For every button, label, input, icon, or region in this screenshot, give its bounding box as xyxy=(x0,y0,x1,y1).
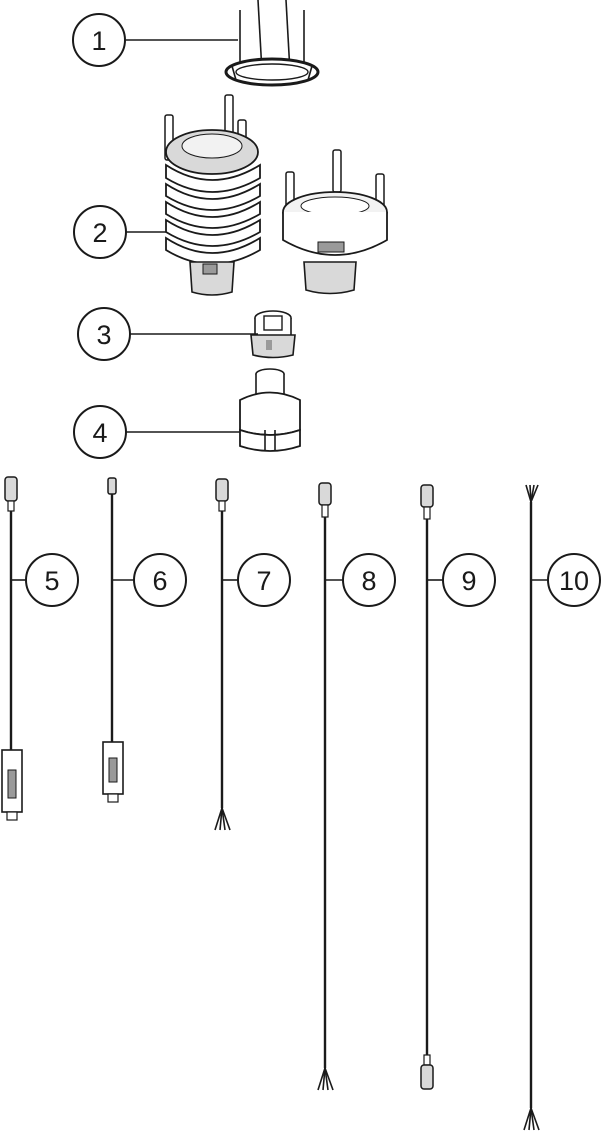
cable-5-icon xyxy=(2,477,22,820)
callout-10-label: 10 xyxy=(559,566,589,596)
cable-10-icon xyxy=(524,485,539,1130)
callout-2: 2 xyxy=(74,206,126,258)
cable-9-icon xyxy=(421,485,433,1089)
callout-10: 10 xyxy=(548,554,600,606)
callout-8: 8 xyxy=(343,554,395,606)
callout-1-label: 1 xyxy=(91,26,106,56)
callout-4: 4 xyxy=(74,406,126,458)
callout-5-label: 5 xyxy=(44,566,59,596)
callout-3: 3 xyxy=(78,308,130,360)
callout-6-label: 6 xyxy=(152,566,167,596)
leader-lines xyxy=(11,40,548,580)
callout-7-label: 7 xyxy=(256,566,271,596)
callout-4-label: 4 xyxy=(92,418,107,448)
mounting-ring-icon xyxy=(226,0,318,85)
shield-base-icon xyxy=(283,150,387,294)
callout-7: 7 xyxy=(238,554,290,606)
radiation-shield-icon xyxy=(165,95,260,295)
callout-5: 5 xyxy=(26,554,78,606)
callout-2-label: 2 xyxy=(92,218,107,248)
callout-9-label: 9 xyxy=(461,566,476,596)
cable-8-icon xyxy=(318,483,333,1090)
callout-3-label: 3 xyxy=(96,320,111,350)
callout-8-label: 8 xyxy=(361,566,376,596)
callout-1: 1 xyxy=(73,14,125,66)
callout-6: 6 xyxy=(134,554,186,606)
cable-6-icon xyxy=(103,478,123,802)
adapter-sleeve-icon xyxy=(240,369,300,451)
callout-9: 9 xyxy=(443,554,495,606)
cable-7-icon xyxy=(215,479,230,830)
